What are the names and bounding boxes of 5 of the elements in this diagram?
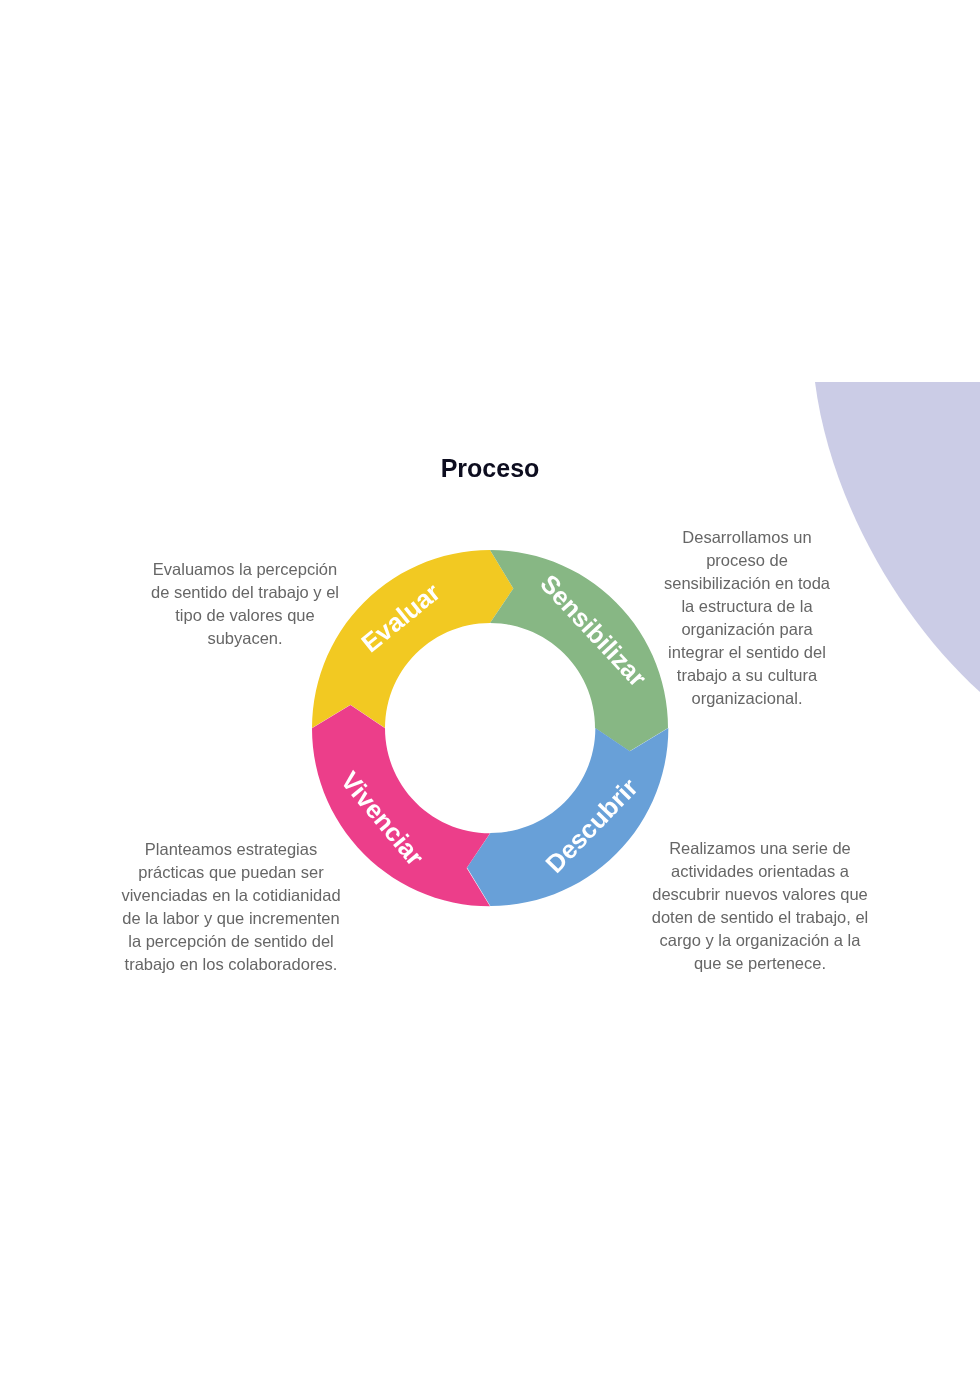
description-text: Evaluamos la percepción de sentido del trabajo y el tipo de valores que subyacen. xyxy=(149,559,340,649)
description-text: Desarrollamos un proceso de sensibilización en toda la estructura de la organización para integrar el sentido del trabajo a su cultura organizacional. xyxy=(663,527,831,709)
title: Proceso xyxy=(440,453,540,483)
description-text: Realizamos una serie de actividades orientadas a descubrir nuevos valores que doten de sentido el trabajo, el cargo y la organización a la que se pertenece. xyxy=(650,838,870,974)
description-text: Planteamos estrategias prácticas que puedan ser vivenciadas en la cotidianidad de la labor y que incrementen la percepción de sentido del trabajo en los colaboradores. xyxy=(120,839,342,975)
